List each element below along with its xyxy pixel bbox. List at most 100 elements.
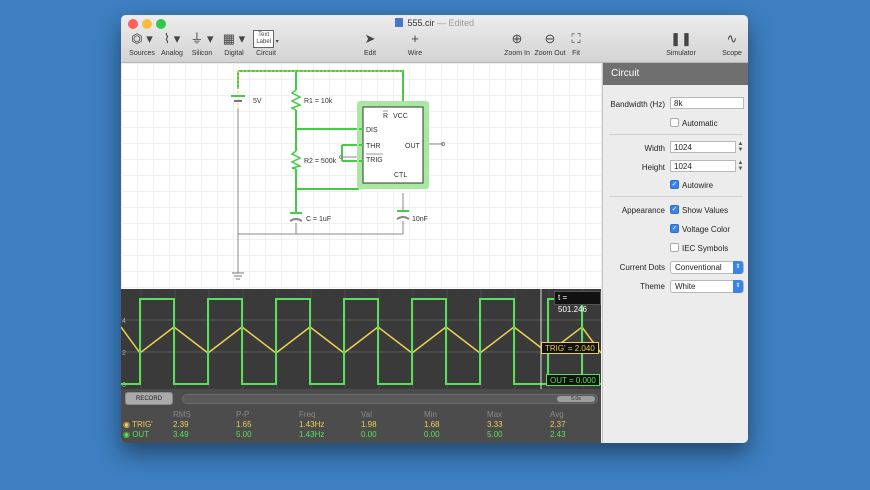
silicon-button[interactable]: ⏚ ▾ Silicon	[189, 30, 215, 57]
ic-pin-dis: DIS	[366, 127, 378, 134]
r2-label: R2 = 500k	[304, 158, 337, 165]
stats-cell: 1.68	[424, 420, 440, 429]
app-window: 555.cir — Edited ⏣ ▾ Sources ⌇ ▾ Analog …	[121, 15, 748, 443]
simulator-label: Simulator	[666, 50, 696, 57]
height-stepper[interactable]: ▲▼	[737, 160, 744, 172]
stats-cell: 3.49	[173, 430, 189, 439]
zoom-window-button[interactable]	[156, 19, 166, 29]
wire-button[interactable]: + Wire	[402, 30, 428, 57]
r1-symbol	[290, 89, 302, 111]
stats-header: RMS	[173, 410, 191, 419]
autowire-checkbox[interactable]: ✓	[670, 180, 679, 189]
trig-readout: TRIG' = 2.040	[541, 342, 599, 354]
stats-cell: 2.39	[173, 420, 189, 429]
stats-cell: 0.00	[424, 430, 440, 439]
stats-header: Max	[487, 410, 503, 419]
simulator-button[interactable]: ❚❚ Simulator	[664, 30, 698, 57]
voltage-color-checkbox[interactable]: ✓	[670, 224, 679, 233]
ic-body	[362, 106, 424, 184]
zoom-in-button[interactable]: ⊕ Zoom In	[502, 30, 532, 57]
current-dots-label: Current Dots	[619, 263, 665, 272]
titlebar: 555.cir — Edited ⏣ ▾ Sources ⌇ ▾ Analog …	[121, 15, 748, 63]
series-name: TRIG'	[132, 420, 153, 429]
stats-row-name: ◉ TRIG'	[123, 420, 153, 429]
divider	[609, 134, 743, 135]
stats-cell: 0.00	[361, 430, 377, 439]
zoom-in-icon: ⊕	[511, 31, 523, 46]
bandwidth-field[interactable]: 8k	[670, 97, 744, 109]
silicon-label: Silicon	[191, 50, 213, 57]
analog-button[interactable]: ⌇ ▾ Analog	[159, 30, 185, 57]
close-window-button[interactable]	[128, 19, 138, 29]
automatic-label: Automatic	[682, 119, 718, 128]
v-source-label: 5V	[253, 98, 262, 105]
stats-cell: 2.37	[550, 420, 566, 429]
wire-label: Wire	[407, 50, 423, 57]
plus-icon: +	[411, 31, 419, 46]
scope-plot[interactable]: 4 2 0 t = 501.246 TRIG' = 2.040 OUT = 0.…	[121, 289, 602, 389]
stats-cell: 5.00	[487, 430, 503, 439]
ic-pin-ctl: CTL	[394, 172, 407, 179]
ac-source-icon: ⏣ ▾	[131, 31, 153, 46]
stats-cell: 1.43Hz	[299, 420, 325, 429]
trig-waveform	[121, 325, 602, 355]
pause-icon: ❚❚	[670, 31, 692, 46]
stats-cell: 1.65	[236, 420, 252, 429]
width-label: Width	[644, 144, 665, 153]
ic-pin-vcc: VCC	[393, 113, 408, 120]
appearance-label: Appearance	[621, 206, 665, 215]
circuit-label: Circuit	[256, 50, 276, 57]
stats-header: P-P	[236, 410, 250, 419]
show-values-label: Show Values	[682, 206, 729, 215]
scope-graph: 4 2 0	[121, 289, 602, 389]
theme-label: Theme	[640, 282, 665, 291]
stats-cell: 1.98	[361, 420, 377, 429]
stats-cell: 1.43Hz	[299, 430, 325, 439]
scope-button[interactable]: ∿ Scope	[719, 30, 745, 57]
stats-row-name: ◉ OUT	[123, 430, 149, 439]
height-label: Height	[641, 163, 665, 172]
minimize-window-button[interactable]	[142, 19, 152, 29]
height-field[interactable]: 1024	[670, 160, 736, 172]
iec-symbols-checkbox[interactable]	[670, 243, 679, 252]
y-tick-2: 2	[122, 350, 126, 357]
window-title-text: 555.cir	[407, 18, 435, 28]
select-chevron-icon: ⇕	[733, 261, 743, 274]
window-title: 555.cir — Edited	[121, 18, 748, 28]
divider	[609, 196, 743, 197]
y-tick-4: 4	[122, 318, 126, 325]
out-waveform	[121, 298, 601, 385]
edit-button[interactable]: ➤ Edit	[357, 30, 383, 57]
fit-label: Fit	[572, 50, 580, 57]
timeline-scrubber[interactable]: 5.0s	[182, 394, 598, 404]
automatic-checkbox[interactable]	[670, 118, 679, 127]
theme-select[interactable]: White ⇕	[670, 280, 744, 293]
panel-title: Circuit	[603, 63, 748, 85]
pointer-icon: ➤	[364, 31, 376, 46]
time-readout: t = 501.246	[554, 291, 601, 314]
digital-button[interactable]: ▦ ▾ Digital	[221, 30, 247, 57]
width-stepper[interactable]: ▲▼	[737, 141, 744, 153]
scope-pane: 4 2 0 t = 501.246 TRIG' = 2.040 OUT = 0.…	[121, 289, 602, 443]
zoom-in-label: Zoom In	[504, 50, 530, 57]
record-button[interactable]: RECORD	[125, 392, 173, 405]
theme-value: White	[675, 282, 696, 291]
sources-label: Sources	[129, 50, 155, 57]
sources-button[interactable]: ⏣ ▾ Sources	[125, 30, 159, 57]
schematic-canvas[interactable]: 5V R1 = 10k R2 = 500k C = 1uF 10nF R VCC…	[121, 63, 601, 289]
autowire-label: Autowire	[682, 181, 714, 190]
fit-button[interactable]: ⛶ Fit	[566, 30, 586, 57]
r1-label: R1 = 10k	[304, 98, 333, 105]
stats-header: Avg	[550, 410, 564, 419]
stats-header: Val	[361, 410, 372, 419]
zoom-out-button[interactable]: ⊖ Zoom Out	[533, 30, 567, 57]
show-values-checkbox[interactable]: ✓	[670, 205, 679, 214]
timeline-thumb[interactable]: 5.0s	[557, 396, 595, 402]
stats-header: Min	[424, 410, 437, 419]
ic-pin-r: R	[383, 113, 388, 120]
current-dots-select[interactable]: Conventional ⇕	[670, 261, 744, 274]
width-field[interactable]: 1024	[670, 141, 736, 153]
document-icon	[394, 18, 403, 27]
r2-symbol	[290, 150, 303, 170]
